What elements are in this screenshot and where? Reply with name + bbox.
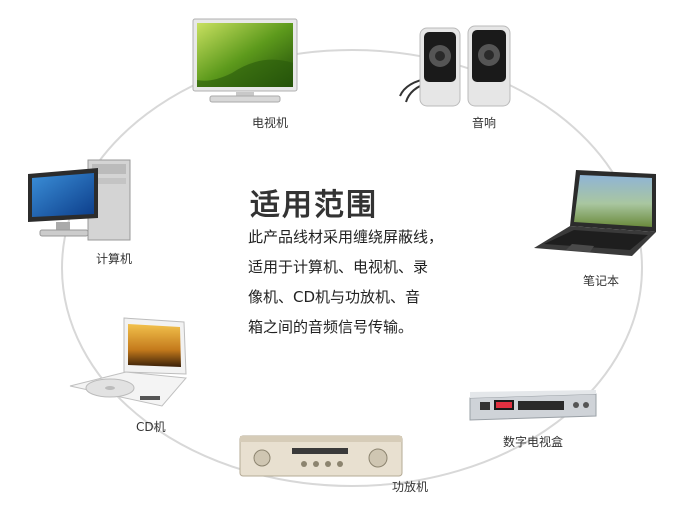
description-line-2: 适用于计算机、电视机、录 xyxy=(248,258,429,276)
device-label-cd-player: CD机 xyxy=(136,420,166,434)
device-label-tv: 电视机 xyxy=(252,116,289,130)
description-line-4: 箱之间的音频信号传输。 xyxy=(248,318,414,336)
speakers-icon xyxy=(399,25,511,107)
device-label-laptop: 笔记本 xyxy=(583,274,620,288)
desktop-computer-icon xyxy=(28,159,131,241)
section-title: 适用范围 xyxy=(250,188,378,223)
laptop-icon xyxy=(534,170,656,256)
description-line-1: 此产品线材采用缠绕屏蔽线， xyxy=(248,228,444,246)
device-label-speakers: 音响 xyxy=(472,116,497,130)
set-top-box-icon xyxy=(469,390,597,421)
amplifier-icon xyxy=(239,435,403,477)
portable-cd-player-icon xyxy=(69,317,188,407)
description-line-3: 像机、CD机与功放机、音 xyxy=(248,288,421,306)
device-label-amplifier: 功放机 xyxy=(392,480,429,494)
device-label-set-top-box: 数字电视盒 xyxy=(503,435,564,449)
device-label-computer: 计算机 xyxy=(96,252,133,266)
tv-icon xyxy=(192,18,298,103)
